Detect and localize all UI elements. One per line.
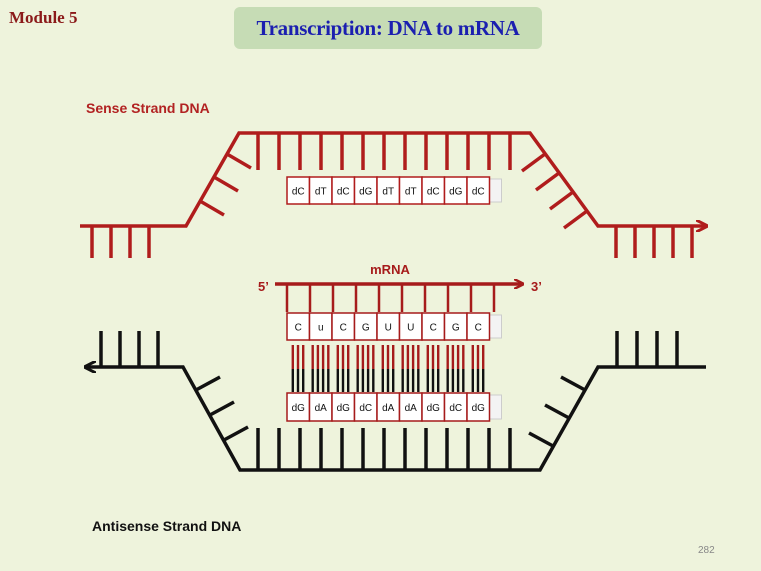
base-pair-bonds bbox=[291, 345, 485, 392]
antisense-tooth bbox=[195, 375, 221, 392]
sense-tooth bbox=[213, 175, 239, 193]
base-label: u bbox=[318, 323, 324, 334]
base-label: dG bbox=[359, 187, 373, 198]
sense-strand-label: Sense Strand DNA bbox=[86, 100, 210, 116]
base-label: U bbox=[385, 323, 392, 334]
sense-tooth bbox=[199, 199, 225, 217]
base-label: dC bbox=[359, 403, 372, 414]
base-label: C bbox=[295, 323, 302, 334]
base-label: U bbox=[407, 323, 414, 334]
ghost-box bbox=[489, 394, 502, 420]
sense-tooth bbox=[520, 152, 547, 173]
base-label: dG bbox=[472, 403, 486, 414]
antisense-tooth bbox=[209, 400, 235, 417]
mrna-label: mRNA bbox=[370, 262, 410, 277]
base-label: dA bbox=[382, 403, 395, 414]
sense-tooth bbox=[548, 190, 575, 211]
five-prime-label: 5’ bbox=[258, 279, 269, 294]
module-label: Module 5 bbox=[9, 8, 78, 27]
base-label: dA bbox=[315, 403, 328, 414]
base-box bbox=[466, 392, 491, 422]
ghost-box bbox=[489, 178, 502, 203]
antisense-base-boxes: dG dA dG dC dA dA dG dC dG bbox=[286, 392, 502, 422]
base-label: C bbox=[340, 323, 347, 334]
antisense-tooth bbox=[544, 403, 570, 420]
base-label: dG bbox=[292, 403, 306, 414]
base-label: dG bbox=[449, 187, 463, 198]
base-label: dC bbox=[449, 403, 462, 414]
antisense-tooth bbox=[560, 375, 586, 392]
base-box bbox=[466, 312, 491, 341]
base-label: dA bbox=[405, 403, 418, 414]
base-box bbox=[466, 176, 491, 205]
base-label: dT bbox=[405, 187, 417, 198]
base-label: dT bbox=[315, 187, 327, 198]
base-label: C bbox=[430, 323, 437, 334]
base-label: G bbox=[452, 323, 460, 334]
mrna-strand bbox=[275, 284, 522, 312]
base-label: G bbox=[362, 323, 370, 334]
sense-tooth bbox=[534, 171, 561, 192]
page-title: Transcription: DNA to mRNA bbox=[256, 15, 520, 40]
sense-base-boxes: dC dT dC dG dT dT dC dG dC bbox=[286, 176, 502, 205]
base-label: dC bbox=[427, 187, 440, 198]
antisense-tooth bbox=[223, 425, 249, 442]
antisense-strand bbox=[86, 331, 706, 472]
title-banner: Transcription: DNA to mRNA bbox=[234, 7, 542, 49]
base-label: dT bbox=[382, 187, 394, 198]
base-label: dG bbox=[427, 403, 441, 414]
base-label: dC bbox=[337, 187, 350, 198]
antisense-strand-label: Antisense Strand DNA bbox=[92, 518, 242, 534]
sense-tooth bbox=[226, 152, 252, 170]
base-label: dG bbox=[337, 403, 351, 414]
base-label: dC bbox=[292, 187, 305, 198]
sense-tooth bbox=[562, 209, 589, 230]
page-number: 282 bbox=[698, 545, 715, 556]
base-label: dC bbox=[472, 187, 485, 198]
antisense-tooth bbox=[528, 431, 554, 448]
sense-strand bbox=[80, 131, 706, 258]
ghost-box bbox=[489, 314, 502, 339]
three-prime-label: 3’ bbox=[531, 279, 542, 294]
base-label: C bbox=[475, 323, 482, 334]
